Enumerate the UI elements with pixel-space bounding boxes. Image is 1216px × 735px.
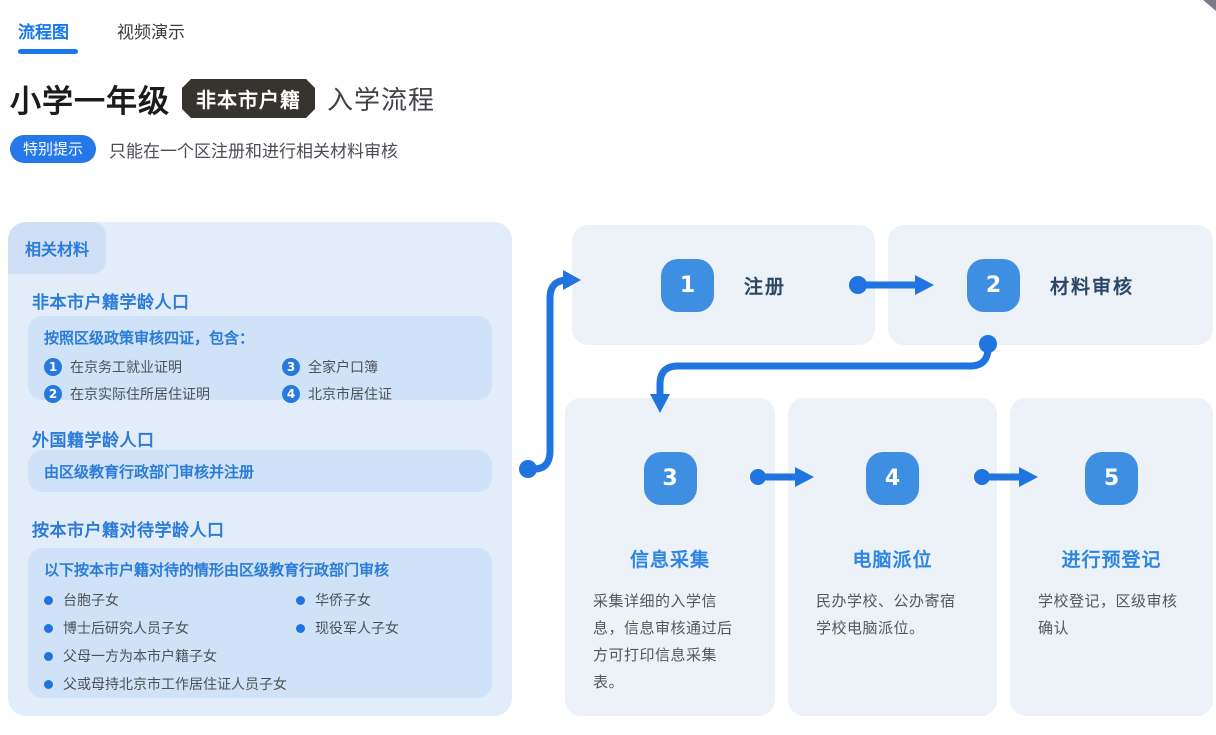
step-card-material-review: 2 材料审核 [888,225,1213,345]
special-tip-row: 特别提示 只能在一个区注册和进行相关材料审核 [10,135,398,163]
list-item: 博士后研究人员子女 [44,618,296,638]
materials-panel: 相关材料 非本市户籍学龄人口 按照区级政策审核四证，包含： 1 在京务工就业证明… [8,222,512,716]
section-heading-non-local: 非本市户籍学龄人口 [32,293,190,313]
tab-video-demo[interactable]: 视频演示 [117,23,185,43]
foreign-review-box: 由区级教育行政部门审核并注册 [28,450,492,492]
section-heading-treated-as-local: 按本市户籍对待学龄人口 [32,521,225,541]
number-2-icon: 2 [44,385,62,403]
list-item: 父母一方为本市户籍子女 [44,646,296,666]
step-2-title: 材料审核 [1049,275,1134,298]
bullet-dot-icon [296,595,305,605]
materials-panel-tab: 相关材料 [8,222,106,274]
step-3-description: 采集详细的入学信息，信息审核通过后方可打印信息采集表。 [593,592,733,691]
list-item: 现役军人子女 [296,618,399,638]
step-4-title: 电脑派位 [852,549,933,571]
step-card-pre-registration: 5 进行预登记 学校登记，区级审核确认 [1010,398,1213,716]
four-certificates-title: 按照区级政策审核四证，包含： [44,329,255,347]
step-card-register: 1 注册 [572,225,875,345]
view-tabs: 流程图 视频演示 [18,18,185,43]
step-2-badge: 2 [966,258,1020,312]
tip-badge: 特别提示 [10,135,97,163]
step-5-badge: 5 [1085,452,1138,505]
materials-panel-tab-label: 相关材料 [24,240,89,259]
step-5-description: 学校登记，区级审核确认 [1038,592,1178,637]
step-card-info-collection: 3 信息采集 采集详细的入学信息，信息审核通过后方可打印信息采集表。 [565,398,775,716]
treated-as-local-title: 以下按本市户籍对待的情形由区级教育行政部门审核 [44,561,390,579]
step-card-computer-allocation: 4 电脑派位 民办学校、公办寄宿学校电脑派位。 [788,398,997,716]
step-5-title: 进行预登记 [1061,549,1162,571]
page-title-suffix: 入学流程 [327,86,436,116]
step-3-badge: 3 [643,452,697,505]
bullet-dot-icon [44,623,53,633]
step-4-badge: 4 [866,452,919,505]
certificate-item: 2 在京实际住所居住证明 [44,384,282,404]
four-certificates-box: 按照区级政策审核四证，包含： 1 在京务工就业证明 3 全家户口簿 2 在京实际… [28,316,492,403]
household-type-badge: 非本市户籍 [182,79,315,118]
page-title-row: 小学一年级 非本市户籍 入学流程 [10,76,435,121]
step-1-badge: 1 [660,258,714,312]
tab-flowchart[interactable]: 流程图 [18,23,69,43]
treated-as-local-list: 台胞子女 博士后研究人员子女 父母一方为本市户籍子女 父或母持北京市工作居住证人… [44,590,476,702]
tip-text: 只能在一个区注册和进行相关材料审核 [109,141,399,162]
active-tab-underline [18,49,78,54]
certificate-item: 3 全家户口簿 [282,357,476,377]
certificates-list: 1 在京务工就业证明 3 全家户口簿 2 在京实际住所居住证明 4 北京市居住证 [44,357,476,404]
list-item: 父或母持北京市工作居住证人员子女 [44,674,296,694]
bullet-dot-icon [44,595,53,605]
number-3-icon: 3 [282,358,300,376]
step-3-title: 信息采集 [629,549,710,571]
step-1-title: 注册 [743,275,786,298]
page-title: 小学一年级 [10,84,170,120]
section-heading-foreign: 外国籍学龄人口 [32,431,155,451]
certificate-item: 4 北京市居住证 [282,384,476,404]
certificate-item: 1 在京务工就业证明 [44,357,282,377]
number-1-icon: 1 [44,358,62,376]
list-item: 台胞子女 [44,590,296,610]
bullet-dot-icon [44,679,53,689]
list-item: 华侨子女 [296,590,399,610]
step-4-description: 民办学校、公办寄宿学校电脑派位。 [816,592,956,637]
number-4-icon: 4 [282,385,300,403]
corner-artifact [1203,0,1216,11]
bullet-dot-icon [44,651,53,661]
connector-dot [519,460,537,478]
treated-as-local-box: 以下按本市户籍对待的情形由区级教育行政部门审核 台胞子女 博士后研究人员子女 父… [28,548,492,698]
bullet-dot-icon [296,623,305,633]
